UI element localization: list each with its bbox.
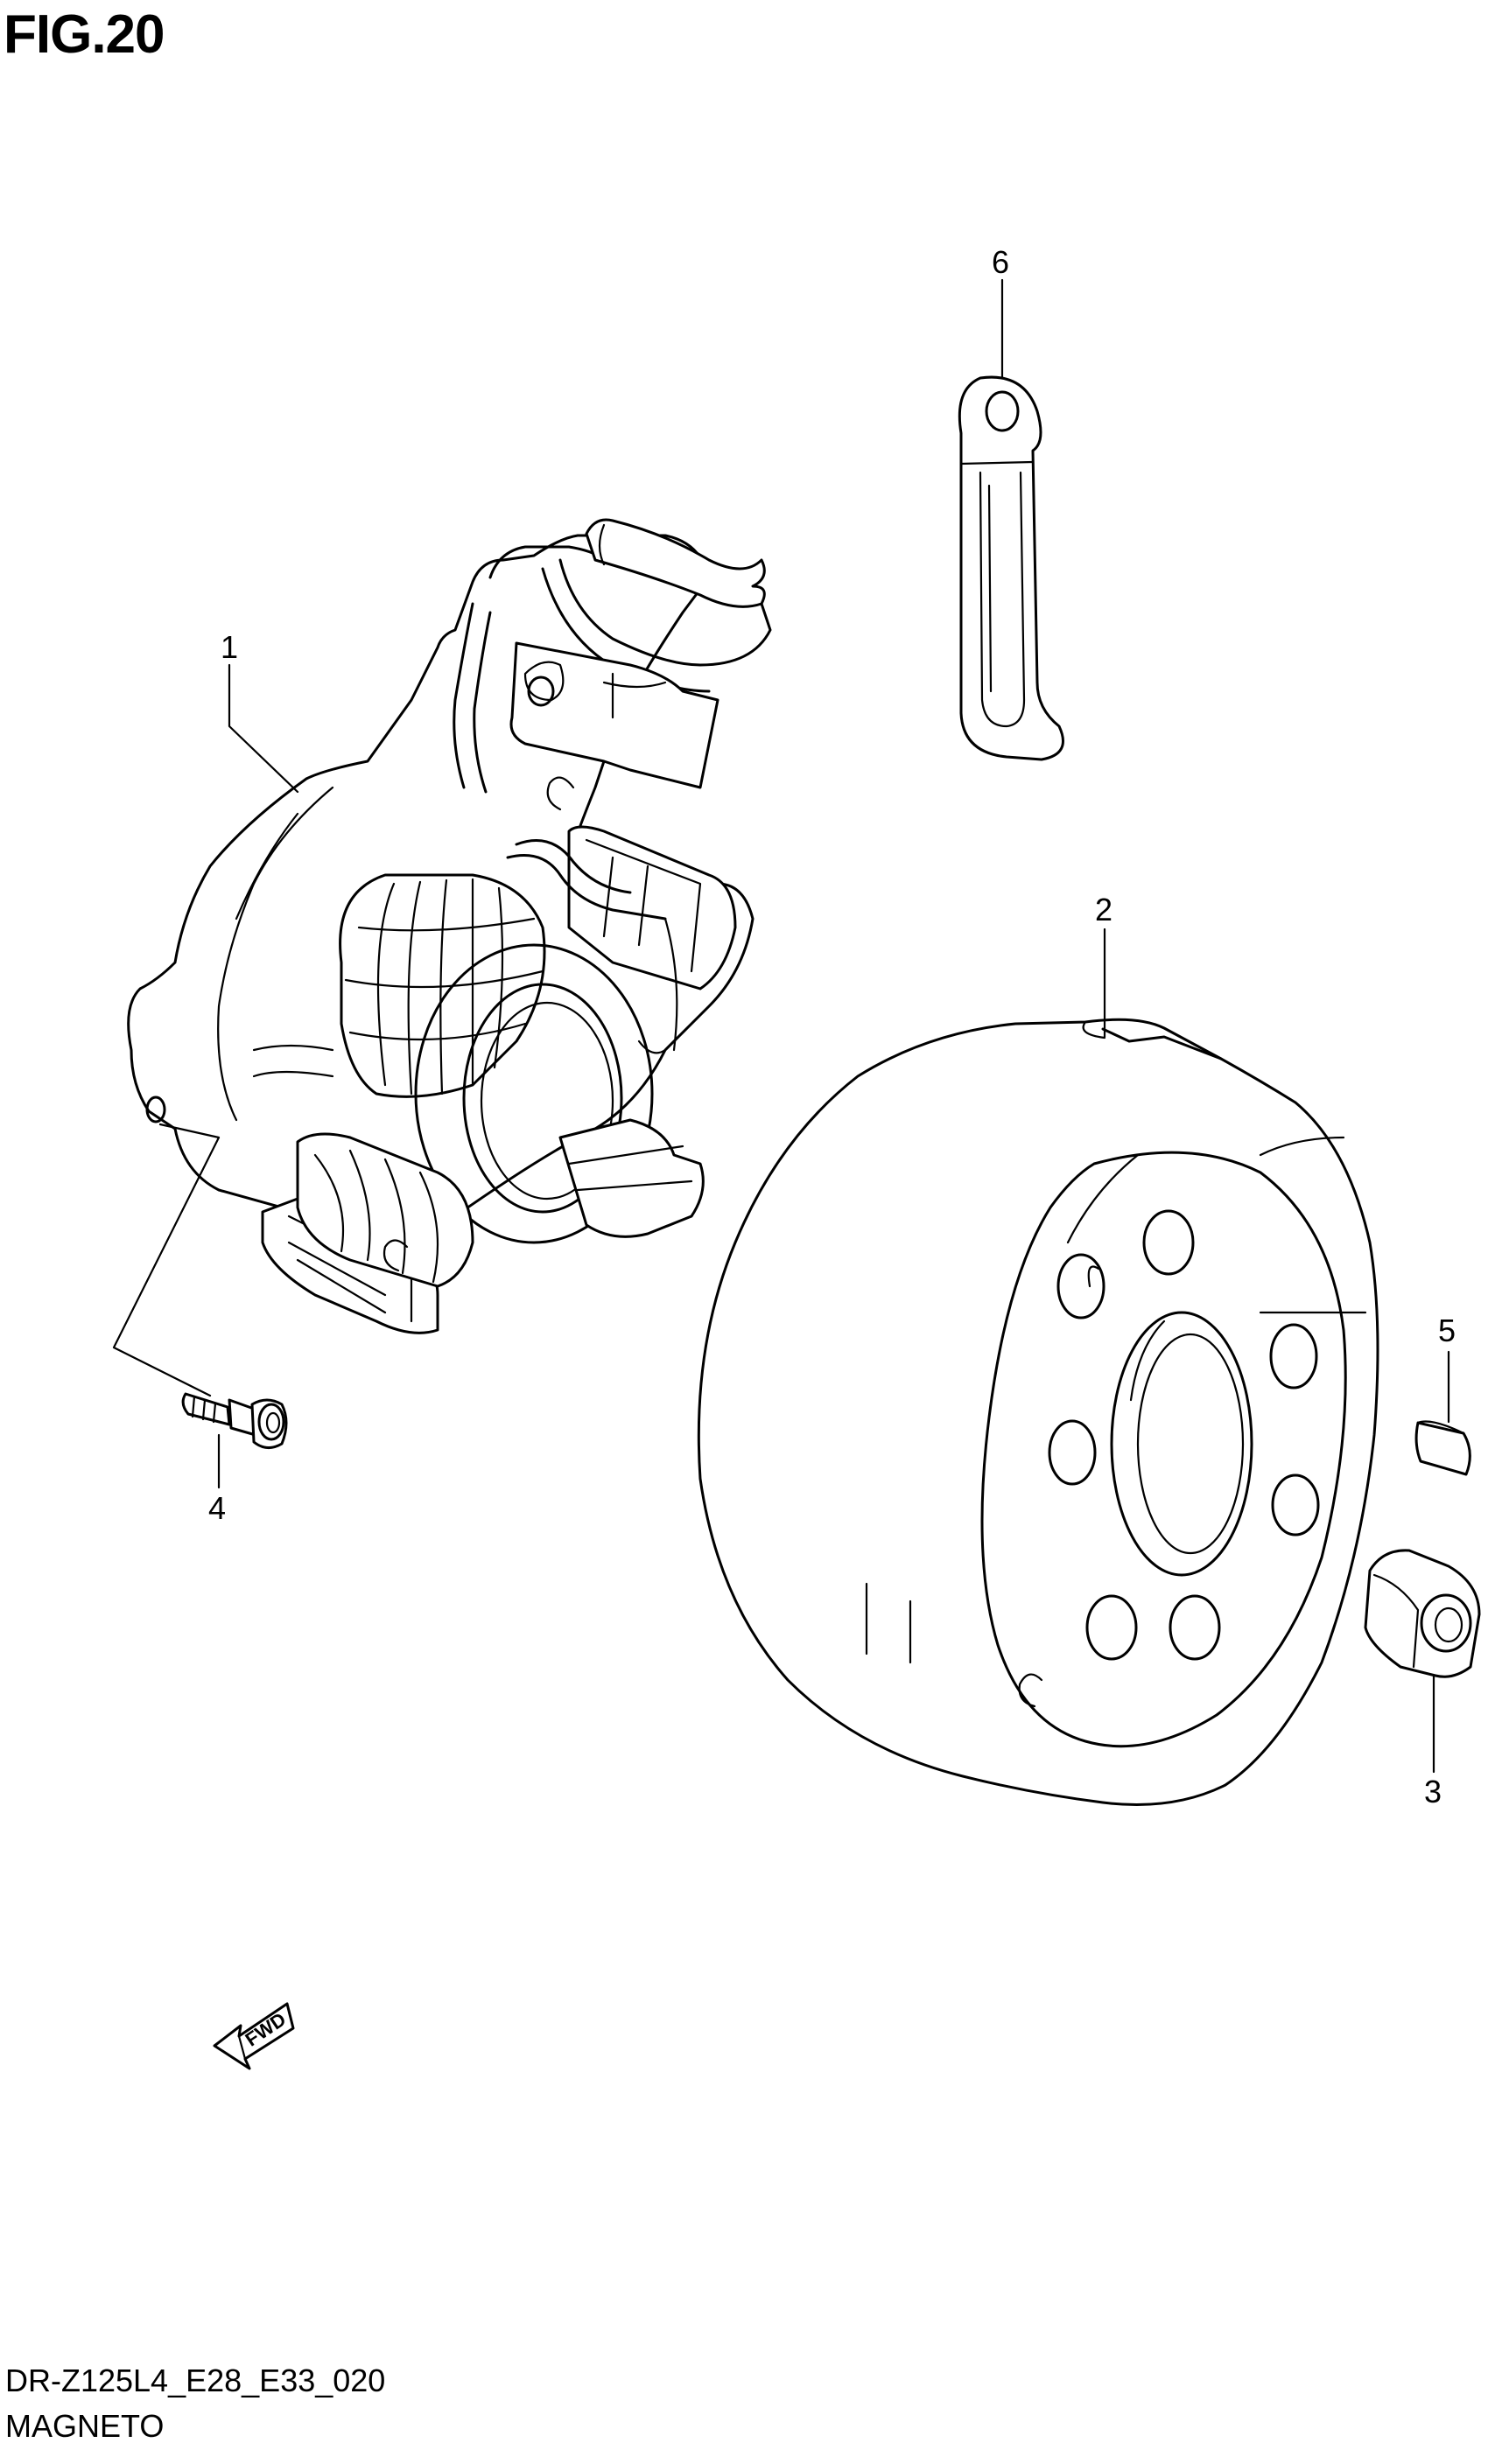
- callout-3[interactable]: 3: [1424, 1774, 1442, 1810]
- leader-4-upper: [112, 1123, 221, 1397]
- callout-6[interactable]: 6: [992, 244, 1009, 280]
- rotor-hole: [1271, 1474, 1320, 1536]
- part-5-key[interactable]: [1414, 1420, 1471, 1476]
- leader-1: [228, 663, 299, 794]
- rotor-hole: [1269, 1323, 1318, 1390]
- callout-5[interactable]: 5: [1438, 1312, 1456, 1348]
- rotor-hole: [1056, 1253, 1105, 1320]
- diagram-name: MAGNETO: [5, 2408, 165, 2444]
- rotor-hole: [1048, 1419, 1097, 1486]
- part-1-stator[interactable]: [127, 518, 772, 1334]
- part-6-clamp[interactable]: [958, 375, 1064, 761]
- diagram-code: DR-Z125L4_E28_E33_020: [5, 2362, 386, 2398]
- part-4-bolt[interactable]: [181, 1392, 288, 1449]
- part-2-rotor[interactable]: [697, 1018, 1379, 1806]
- callout-2[interactable]: 2: [1095, 892, 1112, 928]
- callout-1[interactable]: 1: [221, 629, 238, 665]
- fwd-direction-arrow: FWD: [213, 2002, 295, 2070]
- callout-4[interactable]: 4: [208, 1490, 226, 1526]
- rotor-hole: [1169, 1594, 1221, 1661]
- part-3-nut[interactable]: [1364, 1549, 1481, 1678]
- rotor-hole: [1085, 1594, 1138, 1661]
- rotor-hole: [1142, 1209, 1195, 1276]
- figure-title: FIG.20: [4, 4, 165, 65]
